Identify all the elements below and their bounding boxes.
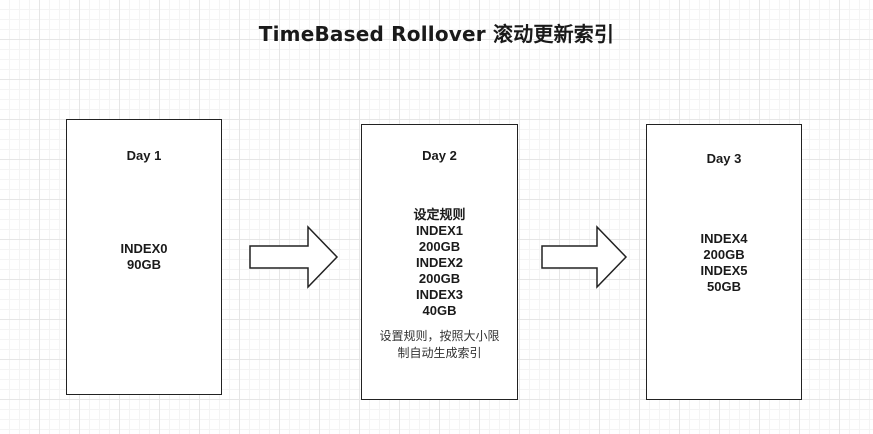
day3-line: INDEX5 [700,263,748,278]
day3-line: 200GB [703,247,745,262]
day2-line: 40GB [422,303,457,318]
day2-content: 设定规则 INDEX1 200GB INDEX2 200GB INDEX3 40… [362,207,517,319]
day1-line: 90GB [127,257,161,272]
day3-line: INDEX4 [700,231,748,246]
day2-note: 设置规则，按照大小限 制自动生成索引 [362,328,517,362]
day1-content: INDEX0 90GB [67,241,221,273]
day2-line: INDEX1 [416,223,463,238]
day1-box: Day 1 INDEX0 90GB [66,119,222,395]
day2-box: Day 2 设定规则 INDEX1 200GB INDEX2 200GB IND… [361,124,518,400]
day1-line: INDEX0 [120,241,168,256]
day2-line: INDEX3 [416,287,463,302]
day2-line: INDEX2 [416,255,463,270]
day1-label: Day 1 [126,148,162,163]
day2-label: Day 2 [422,148,457,163]
day2-line: 200GB [418,239,461,254]
day3-content: INDEX4 200GB INDEX5 50GB [647,231,801,295]
day2-note-line: 制自动生成索引 [397,346,482,360]
day3-label: Day 3 [706,151,742,166]
day3-box: Day 3 INDEX4 200GB INDEX5 50GB [646,124,802,400]
day2-note-line: 设置规则，按照大小限 [379,329,500,343]
day2-line: 200GB [418,271,461,286]
right-arrow-icon [541,225,628,289]
right-arrow-icon [249,225,339,289]
day3-line: 50GB [707,279,741,294]
day2-line: 设定规则 [413,207,466,222]
diagram-title: TimeBased Rollover 滚动更新索引 [258,22,615,46]
